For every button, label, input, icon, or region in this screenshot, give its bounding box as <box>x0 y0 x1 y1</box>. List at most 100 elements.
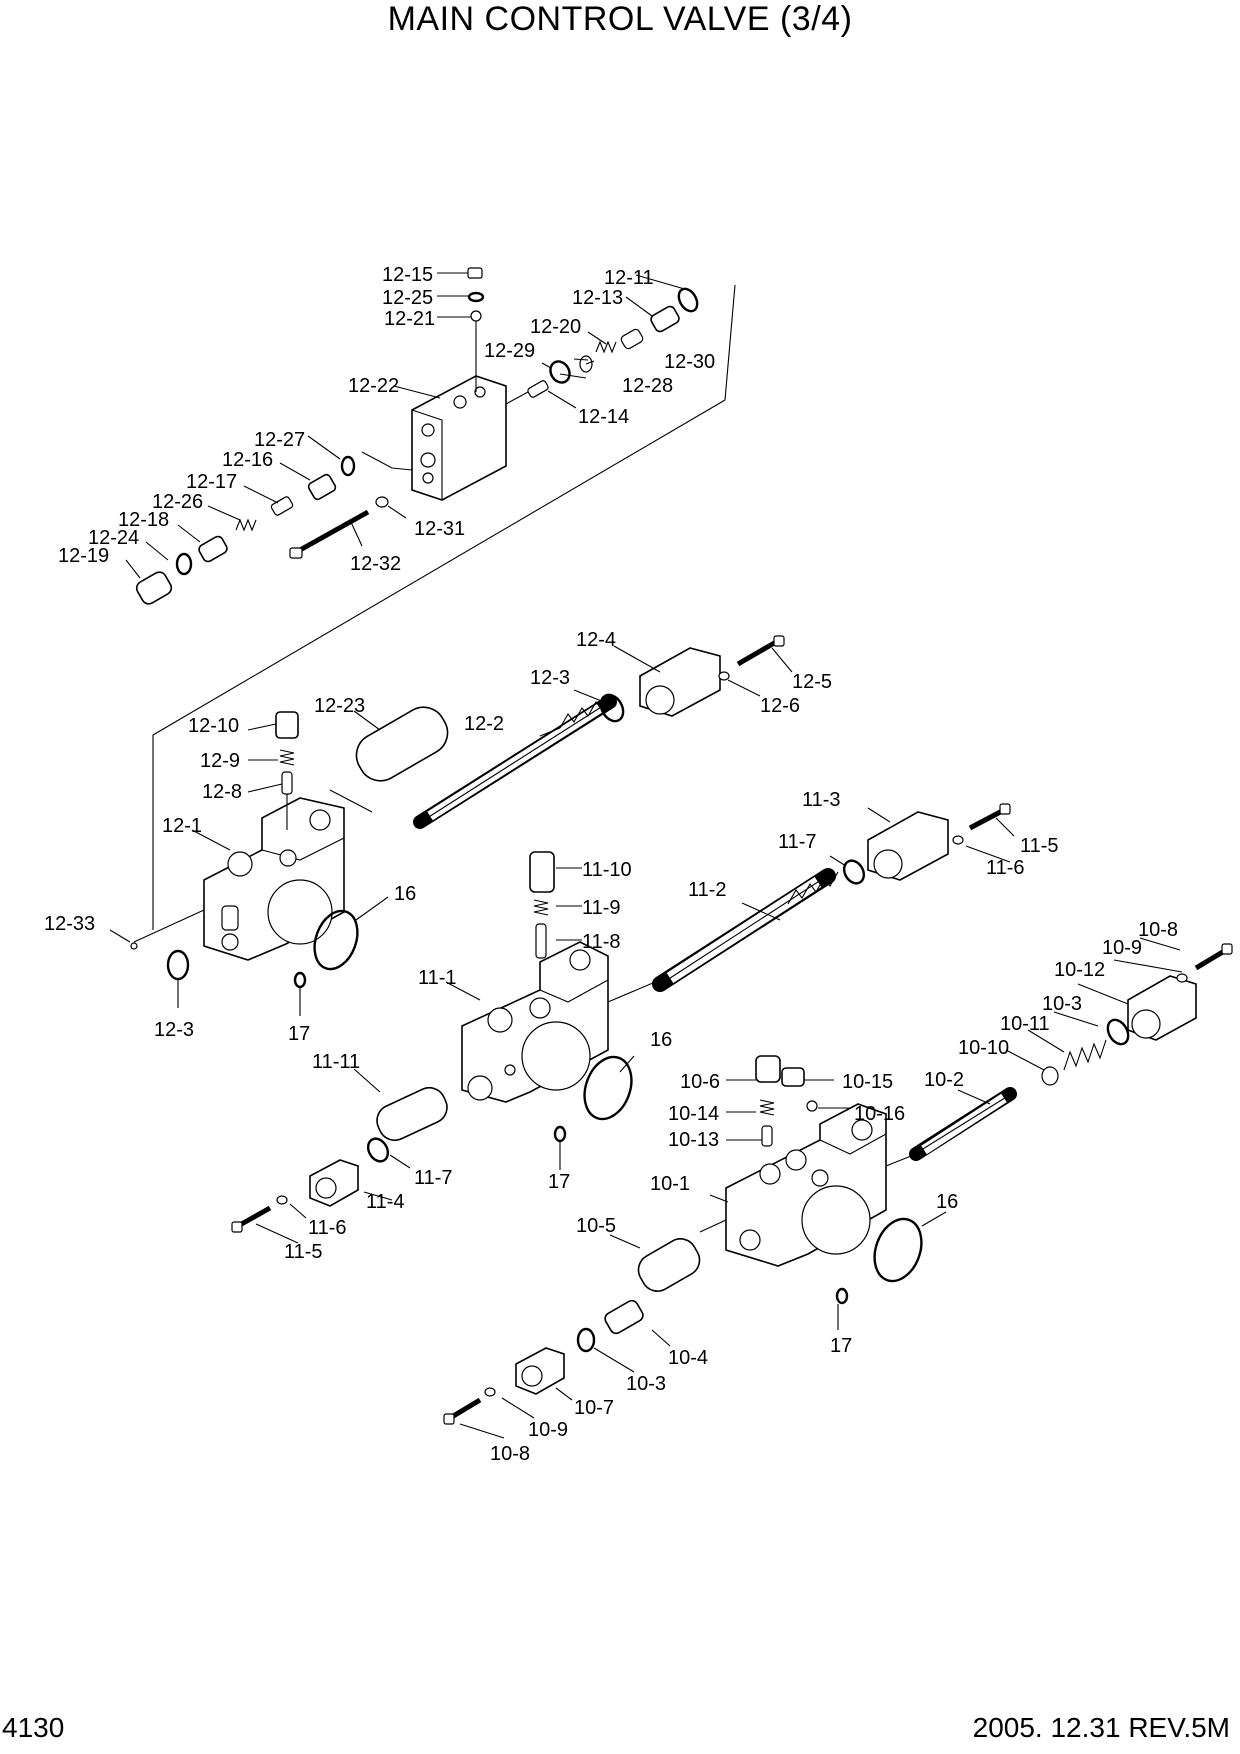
part-label: 12-20 <box>530 316 581 338</box>
part-label: 12-30 <box>664 351 715 373</box>
oring-17-a <box>293 971 307 989</box>
part-label: 12-33 <box>44 913 95 935</box>
washer-11-6-b <box>276 1195 288 1205</box>
part-label: 10-8 <box>490 1443 530 1465</box>
oring-12-11 <box>677 287 699 313</box>
leader-lines <box>109 272 1183 1439</box>
part-label: 10-3 <box>1042 993 1082 1015</box>
part-labels: 12-15 12-25 12-21 12-11 12-13 12-20 12-2… <box>44 264 1178 1465</box>
bolt-10-8 <box>1221 943 1233 955</box>
ball-12-21 <box>470 310 482 322</box>
part-label: 12-13 <box>572 287 623 309</box>
part-label: 12-1 <box>162 815 202 837</box>
page-title: MAIN CONTROL VALVE (3/4) <box>387 0 853 38</box>
part-label: 10-9 <box>528 1419 568 1441</box>
part-label: 12-27 <box>254 429 305 451</box>
oring-16-c <box>873 1217 923 1283</box>
part-label: 11-9 <box>582 897 621 919</box>
bolt-10-8-b <box>443 1413 455 1425</box>
part-label: 12-11 <box>604 267 654 289</box>
part-label: 12-18 <box>118 509 169 531</box>
part-label: 16 <box>936 1191 958 1213</box>
poppet-12-30 <box>620 328 644 350</box>
plug-12-10 <box>275 711 299 739</box>
part-label: 10-13 <box>668 1129 719 1151</box>
part-label: 11-6 <box>986 857 1025 879</box>
part-label: 11-10 <box>582 859 632 881</box>
sleeve-12-23 <box>355 706 449 782</box>
oring-10-3 <box>1106 1018 1130 1046</box>
part-label: 11-6 <box>308 1217 347 1239</box>
part-label: 17 <box>548 1171 570 1193</box>
part-label: 12-9 <box>200 750 240 772</box>
oring-16-a <box>313 909 359 971</box>
plug-12-15 <box>467 267 483 279</box>
spring-10-14 <box>759 1099 775 1116</box>
part-label: 16 <box>394 883 416 905</box>
part-label: 10-1 <box>650 1173 690 1195</box>
part-label: 12-8 <box>202 781 242 803</box>
plug-10-16 <box>806 1100 818 1112</box>
plug-10-15 <box>781 1067 805 1087</box>
oring-10-3-b <box>576 1327 596 1353</box>
washer-10-10 <box>1041 1066 1059 1086</box>
oring-12-29 <box>549 360 571 384</box>
part-label: 12-5 <box>792 671 832 693</box>
part-label: 10-16 <box>854 1103 905 1125</box>
part-label: 11-11 <box>312 1051 360 1073</box>
poppet-12-17 <box>270 496 294 516</box>
part-label: 10-9 <box>1102 937 1142 959</box>
part-label: 16 <box>650 1029 672 1051</box>
bolt-12-5 <box>773 635 785 647</box>
plug-10-5 <box>637 1238 701 1292</box>
part-label: 10-14 <box>668 1103 719 1125</box>
part-label: 17 <box>288 1023 310 1045</box>
part-label: 12-3 <box>154 1019 194 1041</box>
section-12-valve-block <box>130 635 785 989</box>
sleeve-11-11 <box>376 1086 448 1142</box>
part-label: 10-15 <box>842 1071 893 1093</box>
part-label: 10-2 <box>924 1069 964 1091</box>
part-label: 17 <box>830 1335 852 1357</box>
washer-10-9-b <box>484 1387 496 1397</box>
poppet-11-8 <box>535 923 547 959</box>
part-label: 10-6 <box>680 1071 720 1093</box>
oring-12-27 <box>340 455 356 477</box>
plug-12-19 <box>135 571 173 605</box>
oring-16-b <box>583 1055 633 1121</box>
oring-12-24 <box>175 552 193 576</box>
part-label: 12-31 <box>414 518 465 540</box>
washer-11-6 <box>952 835 964 845</box>
oring-11-7-b <box>366 1137 390 1163</box>
port-10-1 <box>801 1185 871 1255</box>
valve-12-14 <box>527 380 549 398</box>
part-label: 12-16 <box>222 449 273 471</box>
oring-12-3-b <box>166 949 190 981</box>
part-label: 10-7 <box>574 1397 614 1419</box>
plug-12-16 <box>307 473 337 501</box>
oring-12-3 <box>599 693 625 723</box>
port-11-1 <box>521 1021 591 1091</box>
plug-11-10 <box>529 851 555 893</box>
spool-11-2 <box>787 871 839 905</box>
plug-12-13 <box>650 305 680 333</box>
part-label: 10-12 <box>1054 959 1105 981</box>
part-label: 12-25 <box>382 287 433 309</box>
oring-17-b <box>553 1125 567 1143</box>
section-10-valve-block <box>443 943 1233 1425</box>
plug-10-6 <box>755 1055 781 1083</box>
ring-12-33 <box>130 942 138 950</box>
part-label: 11-4 <box>366 1191 405 1213</box>
part-label: 11-7 <box>414 1167 453 1189</box>
oring-11-7 <box>842 859 866 885</box>
washer-12-6 <box>718 671 730 681</box>
sleeve-10-4 <box>604 1299 644 1335</box>
part-label: 12-4 <box>576 629 616 651</box>
spring-12-20 <box>595 340 617 354</box>
poppet-10-13 <box>761 1125 773 1147</box>
washer-10-9 <box>1176 973 1188 983</box>
part-label: 12-10 <box>188 715 239 737</box>
bolt-11-5-b <box>231 1221 243 1233</box>
part-label: 11-5 <box>1020 835 1059 857</box>
